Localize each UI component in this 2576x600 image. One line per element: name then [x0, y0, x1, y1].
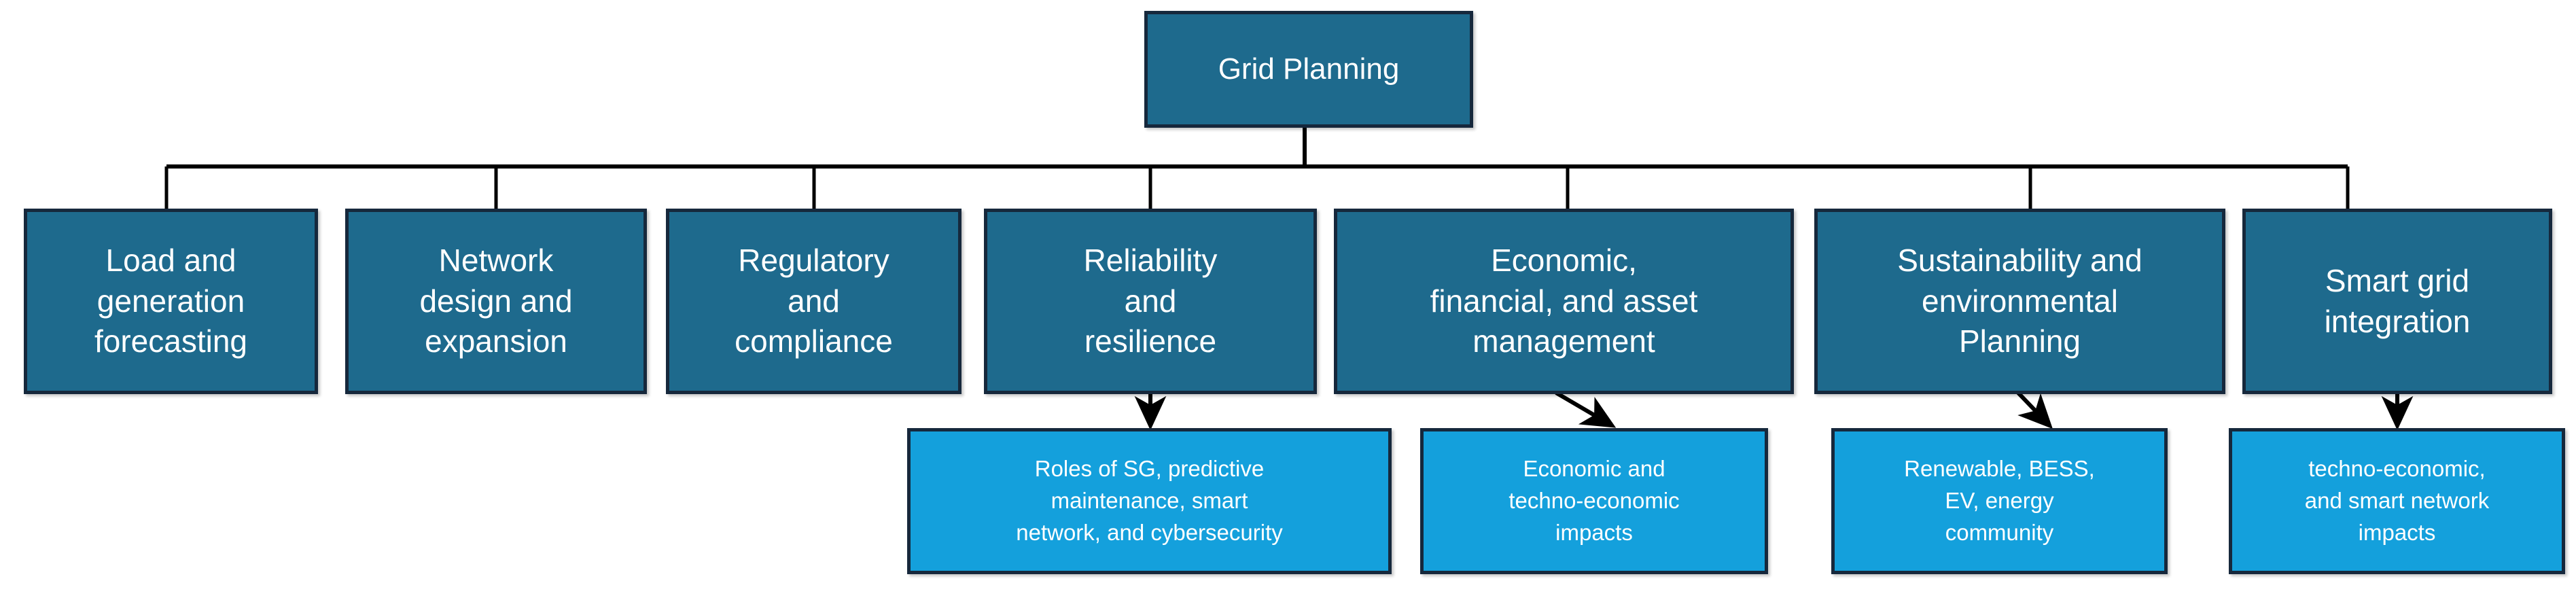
node-smart-grid-integration-label: Smart grid integration [2324, 262, 2471, 339]
node-economic-financial-asset-management-label: Economic, financial, and asset managemen… [1430, 242, 1698, 359]
node-detail-techno-economic-smart-network[interactable]: techno-economic, and smart network impac… [2229, 428, 2565, 574]
node-reliability-and-resilience-label: Reliability and resilience [1083, 242, 1218, 359]
node-sustainability-and-environmental-planning-label: Sustainability and environmental Plannin… [1897, 242, 2142, 359]
node-detail-renewable-bess-ev-label: Renewable, BESS, EV, energy community [1904, 456, 2095, 545]
node-sustainability-and-environmental-planning[interactable]: Sustainability and environmental Plannin… [1814, 209, 2225, 394]
node-economic-financial-asset-management[interactable]: Economic, financial, and asset managemen… [1334, 209, 1794, 394]
node-detail-economic-impacts[interactable]: Economic and techno-economic impacts [1420, 428, 1768, 574]
node-detail-roles-of-sg-label: Roles of SG, predictive maintenance, sma… [1016, 456, 1283, 545]
node-detail-techno-economic-smart-network-label: techno-economic, and smart network impac… [2304, 456, 2490, 545]
node-detail-renewable-bess-ev[interactable]: Renewable, BESS, EV, energy community [1831, 428, 2168, 574]
node-grid-planning[interactable]: Grid Planning [1144, 11, 1473, 128]
node-regulatory-and-compliance[interactable]: Regulatory and compliance [666, 209, 961, 394]
connector-arrow-economic [1555, 391, 1617, 428]
connector-arrow-sustainability [2016, 391, 2053, 429]
node-detail-economic-impacts-label: Economic and techno-economic impacts [1508, 456, 1680, 545]
node-smart-grid-integration[interactable]: Smart grid integration [2242, 209, 2552, 394]
node-regulatory-and-compliance-label: Regulatory and compliance [735, 242, 893, 359]
node-grid-planning-label: Grid Planning [1218, 52, 1400, 86]
node-load-and-generation-forecasting[interactable]: Load and generation forecasting [24, 209, 318, 394]
node-detail-roles-of-sg[interactable]: Roles of SG, predictive maintenance, sma… [907, 428, 1392, 574]
node-reliability-and-resilience[interactable]: Reliability and resilience [984, 209, 1317, 394]
node-network-design-and-expansion-label: Network design and expansion [419, 242, 573, 359]
node-load-and-generation-forecasting-label: Load and generation forecasting [94, 242, 247, 359]
node-network-design-and-expansion[interactable]: Network design and expansion [345, 209, 647, 394]
